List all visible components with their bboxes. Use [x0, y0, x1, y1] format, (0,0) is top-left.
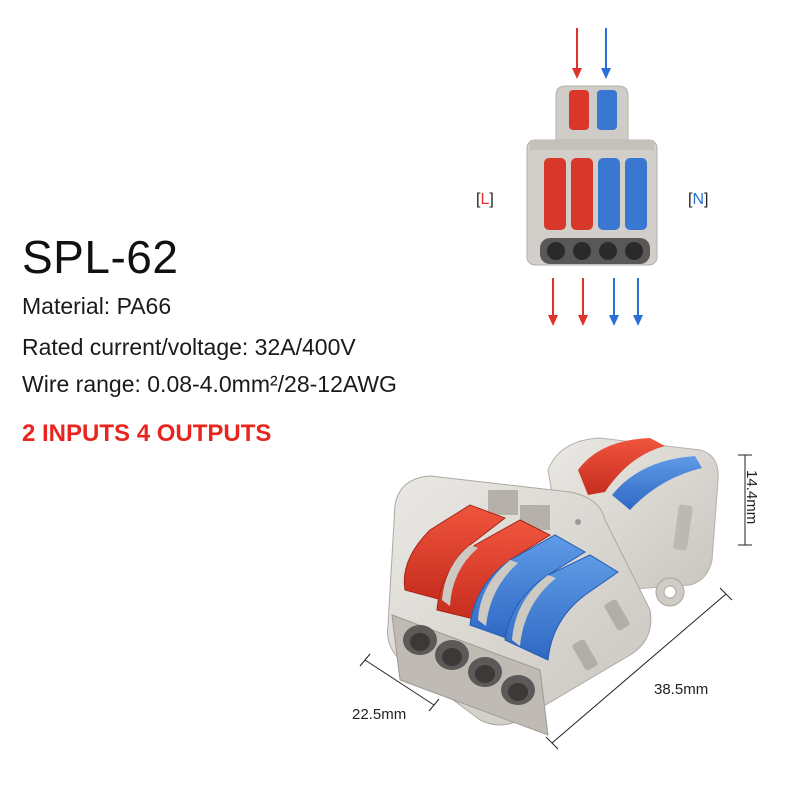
neutral-label: [N] — [688, 191, 709, 208]
length-dimension-label: 38.5mm — [654, 681, 709, 698]
output-arrow-live-2 — [578, 278, 588, 326]
live-label-text: L — [480, 191, 490, 208]
spec-rated-current-voltage: Rated current/voltage: 32A/400V — [22, 334, 356, 360]
dimension-lines — [359, 454, 752, 750]
input-arrow-live — [572, 28, 582, 79]
output-arrow-neutral-2 — [633, 278, 643, 326]
output-arrow-neutral-1 — [609, 278, 619, 326]
input-arrow-neutral — [601, 28, 611, 79]
io-highlight: 2 INPUTS 4 OUTPUTS — [22, 420, 272, 447]
top-view-diagram — [526, 28, 658, 326]
width-dimension-label: 22.5mm — [352, 706, 407, 723]
live-label: [L] — [476, 191, 494, 208]
spec-material: Material: PA66 — [22, 293, 172, 319]
height-dimension-label: 14.4mm — [743, 470, 760, 525]
output-arrow-live-1 — [548, 278, 558, 326]
neutral-label-text: N — [692, 191, 705, 208]
spec-wire-range: Wire range: 0.08-4.0mm²/28-12AWG — [22, 371, 397, 397]
product-model-title: SPL-62 — [22, 231, 179, 283]
connector-photo — [387, 437, 719, 736]
